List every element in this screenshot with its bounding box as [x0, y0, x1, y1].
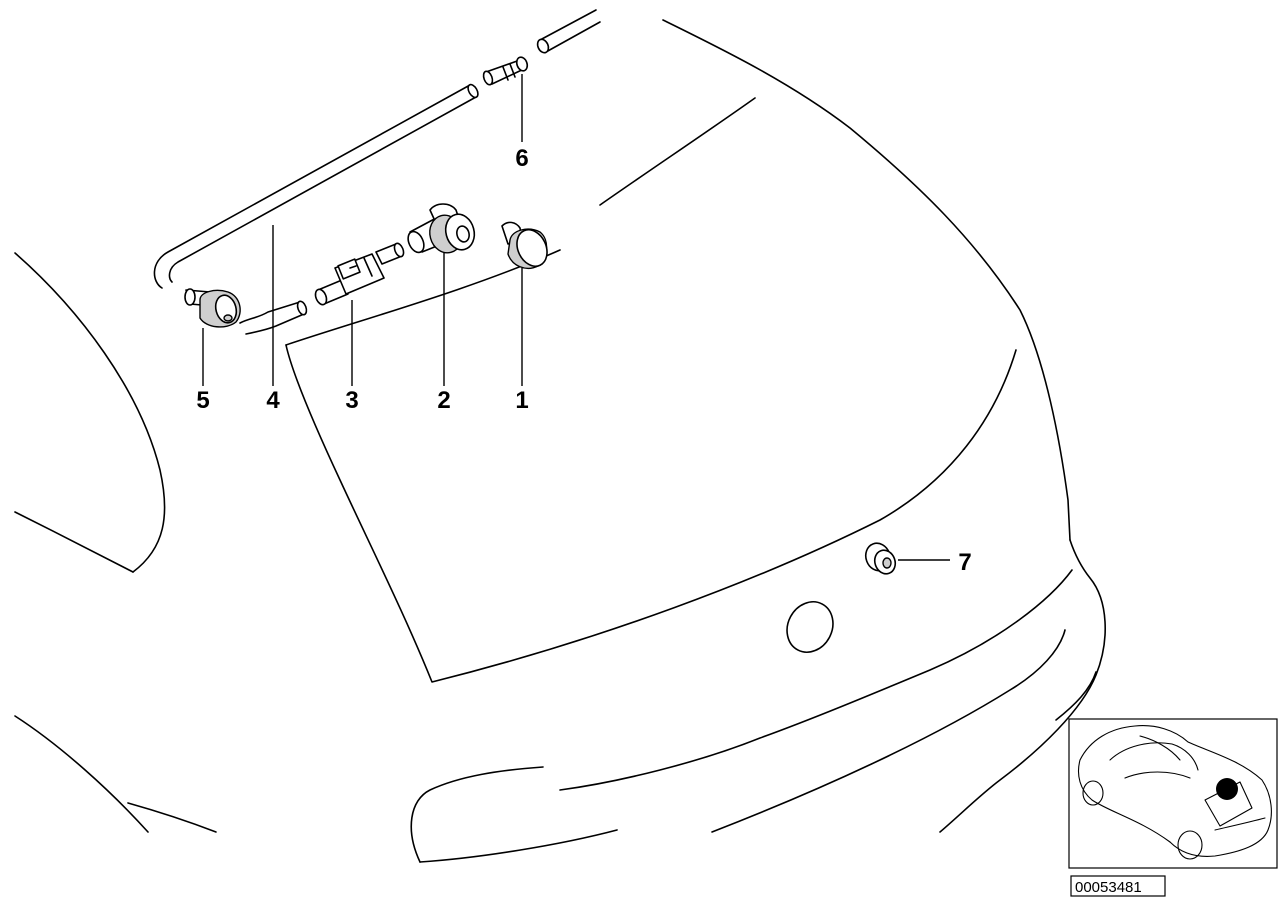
callout-5: 5 [196, 387, 209, 414]
callout-3: 3 [345, 387, 358, 414]
callout-2: 2 [437, 387, 450, 414]
part-1-grommet [501, 221, 548, 270]
reference-number: 00053481 [1075, 879, 1142, 896]
part-6-hose-connector [482, 9, 601, 86]
part-7-grommet [864, 542, 897, 575]
part-4-washer-hose [153, 83, 479, 335]
callout-6: 6 [515, 145, 528, 172]
callout-4: 4 [266, 387, 280, 414]
callout-7: 7 [958, 549, 971, 576]
part-3-check-valve [314, 242, 405, 306]
part-5-nozzle [184, 288, 241, 328]
reference-box: 00053481 [1070, 875, 1166, 897]
car-body-outline [14, 19, 1106, 863]
callout-1: 1 [515, 387, 528, 414]
leader-lines [202, 74, 950, 561]
callout-numbers: 6 5 4 3 2 1 7 [196, 145, 971, 576]
location-inset [1068, 718, 1278, 869]
inset-location-marker [1216, 778, 1238, 800]
part-2-elbow-nozzle [407, 203, 476, 254]
inset-car-sketch [1077, 725, 1272, 860]
